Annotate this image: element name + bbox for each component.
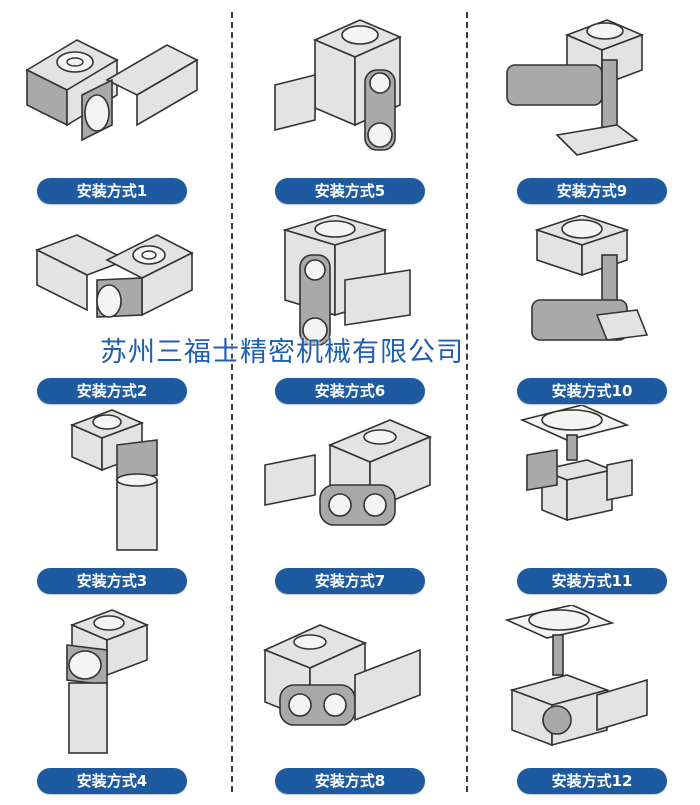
indexer-drawing-icon [504, 605, 648, 747]
indexer-drawing-icon [69, 409, 158, 551]
mounting-option-7: 安装方式7 [255, 405, 445, 605]
column-divider-left [231, 12, 233, 792]
mounting-option-5: 安装方式5 [255, 15, 445, 215]
mounting-option-1: 安装方式1 [17, 15, 207, 215]
mounting-label-9: 安装方式9 [517, 178, 667, 204]
indexer-drawing-icon [25, 39, 199, 142]
mounting-label-2: 安装方式2 [37, 378, 187, 404]
mounting-label-3: 安装方式3 [37, 568, 187, 594]
mounting-label-1: 安装方式1 [37, 178, 187, 204]
indexer-drawing-icon [262, 624, 421, 726]
indexer-drawing-icon [282, 215, 411, 346]
indexer-drawing-icon [35, 234, 194, 318]
mounting-label-12: 安装方式12 [517, 768, 667, 794]
column-divider-right [466, 12, 468, 792]
mounting-option-12: 安装方式12 [497, 605, 687, 805]
mounting-label-7: 安装方式7 [275, 568, 425, 594]
mounting-option-2: 安装方式2 [17, 215, 207, 415]
mounting-label-8: 安装方式8 [275, 768, 425, 794]
indexer-drawing-icon [531, 215, 649, 341]
mounting-option-3: 安装方式3 [17, 405, 207, 605]
mounting-option-4: 安装方式4 [17, 605, 207, 805]
mounting-label-11: 安装方式11 [517, 568, 667, 594]
mounting-option-6: 安装方式6 [255, 215, 445, 415]
indexer-drawing-icon [506, 19, 645, 156]
indexer-drawing-icon [274, 19, 403, 151]
indexer-drawing-icon [519, 405, 633, 522]
mounting-option-11: 安装方式11 [497, 405, 687, 605]
mounting-label-10: 安装方式10 [517, 378, 667, 404]
mounting-label-4: 安装方式4 [37, 768, 187, 794]
mounting-option-10: 安装方式10 [497, 215, 687, 415]
mounting-label-5: 安装方式5 [275, 178, 425, 204]
indexer-drawing-icon [66, 609, 150, 754]
mounting-option-9: 安装方式9 [497, 15, 687, 215]
mounting-label-6: 安装方式6 [275, 378, 425, 404]
mounting-option-8: 安装方式8 [255, 605, 445, 805]
indexer-drawing-icon [264, 419, 433, 526]
